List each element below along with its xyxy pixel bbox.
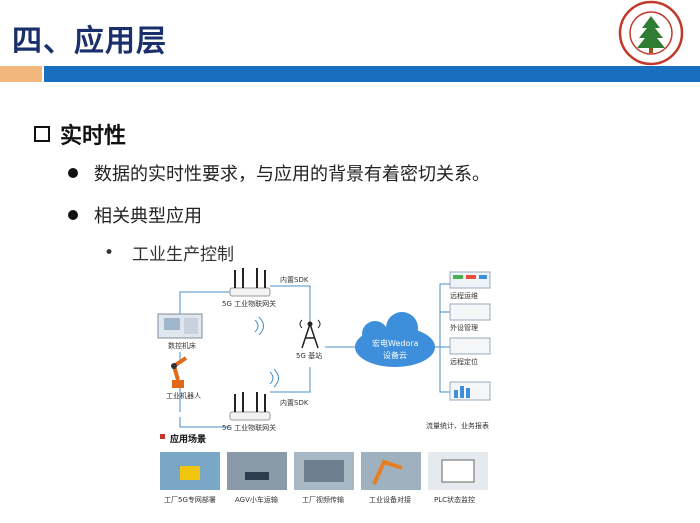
checkbox-square-icon [34, 126, 50, 142]
cloud-icon [355, 312, 435, 367]
gateway-bottom-icon [229, 392, 271, 421]
report-panel [449, 381, 491, 401]
right-item-label: 远程运维 [450, 291, 478, 300]
base-station-icon [299, 319, 321, 349]
sub-bullet-marker: • [104, 242, 115, 263]
scenes-title: 应用场景 [170, 433, 206, 445]
bullet-dot-icon [68, 168, 78, 178]
page-title: 四、应用层 [12, 24, 167, 59]
cnc-machine-label: 数控机床 [168, 341, 196, 350]
bullet-item: 数据的实时性要求，与应用的背景有着密切关系。 [68, 160, 490, 186]
sub-bullet-item: • 工业生产控制 [104, 240, 235, 266]
scene-label: 工厂视频传输 [302, 495, 344, 504]
gateway-top-icon [229, 268, 271, 297]
bullet-text: 数据的实时性要求，与应用的背景有着密切关系。 [94, 164, 490, 185]
industrial-robot-icon [171, 356, 188, 388]
gateway-bottom-label: 5G 工业物联网关 [222, 423, 276, 432]
scene-photo-3 [294, 452, 354, 490]
base-station-label: 5G 基站 [296, 351, 322, 360]
bullet-dot-icon [68, 210, 78, 220]
scene-label: PLC状态监控 [434, 495, 475, 504]
cloud-label-line2: 设备云 [383, 350, 407, 360]
scene-label: 工厂5G专网部署 [164, 495, 216, 504]
location-panel [449, 337, 491, 355]
right-item-label: 流量统计、业务报表 [426, 421, 489, 430]
scene-label: 工业设备对接 [369, 495, 411, 504]
scene-photo-5 [428, 452, 488, 490]
bullet-item: 相关典型应用 [68, 202, 202, 228]
scene-photo-2 [227, 452, 287, 490]
section-heading: 实时性 [34, 118, 126, 150]
scene-photo-1 [160, 452, 220, 490]
sdk-label-bottom: 内置SDK [280, 398, 309, 407]
right-item-label: 远程定位 [450, 357, 478, 366]
sdk-label-top: 内置SDK [280, 275, 309, 284]
gateway-top-label: 5G 工业物联网关 [222, 299, 276, 308]
bullet-text: 相关典型应用 [94, 206, 202, 227]
university-seal-icon [618, 0, 684, 66]
header-accent-orange [0, 66, 42, 82]
peripheral-panel [449, 303, 491, 321]
industrial-5g-diagram: 5G 工业物联网关 内置SDK 数控机床 工业机器人 5G 基站 [150, 262, 500, 522]
cloud-label-line1: 宏电Wedora [372, 338, 419, 348]
robot-label: 工业机器人 [166, 391, 201, 400]
section-heading-text: 实时性 [60, 124, 127, 149]
scene-photo-4 [361, 452, 421, 490]
remote-ops-panel [449, 271, 491, 289]
scene-label: AGV小车运输 [235, 495, 278, 504]
right-item-label: 外设管理 [450, 323, 478, 332]
sub-bullet-text: 工业生产控制 [132, 245, 235, 265]
cnc-machine-icon [157, 313, 203, 339]
scenes-marker-icon [160, 434, 165, 439]
header-accent-blue [44, 66, 700, 82]
